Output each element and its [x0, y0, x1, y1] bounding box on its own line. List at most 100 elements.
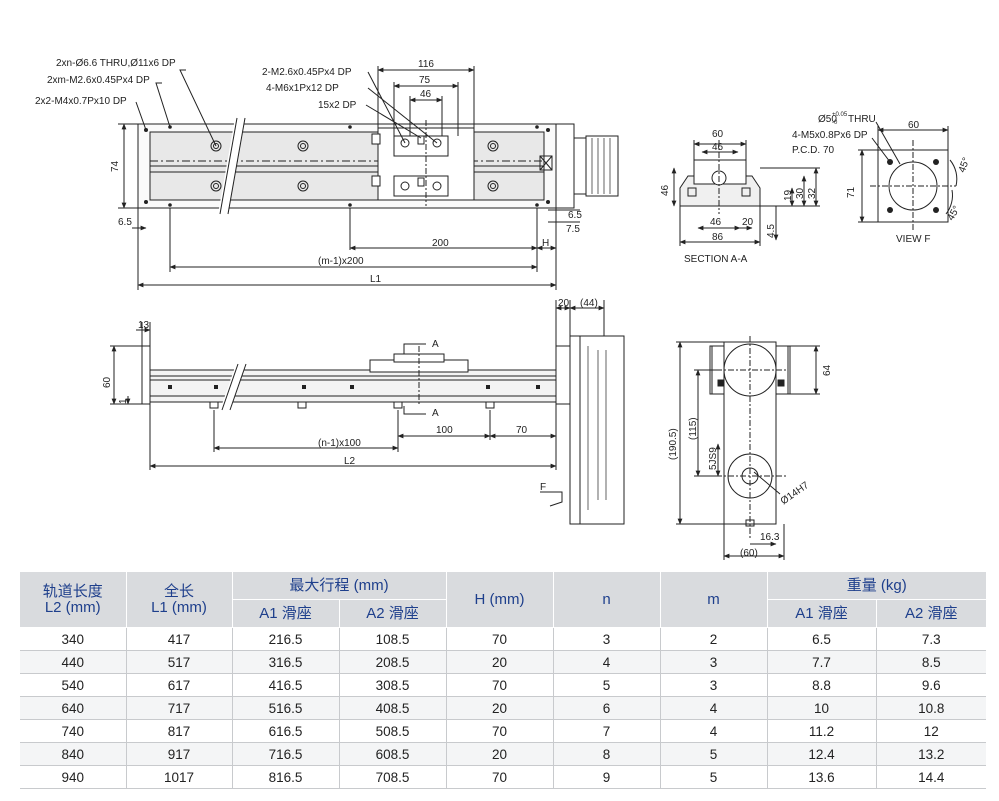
section-aa — [671, 140, 820, 246]
table-cell: 8.8 — [767, 673, 877, 697]
end-dim-64: 64 — [822, 364, 833, 376]
header-m: m — [660, 572, 768, 628]
header-h: H (mm) — [446, 572, 554, 628]
view-f-angle-top: 45° — [957, 156, 973, 174]
table-cell: 12 — [876, 719, 987, 743]
dim-75: 75 — [419, 75, 431, 86]
table-cell: 708.5 — [339, 765, 447, 789]
end-dim-5js9: 5JS9 — [708, 447, 719, 470]
table-cell: 20 — [446, 742, 554, 766]
table-cell: 840 — [20, 742, 127, 766]
spec-table-container: 轨道长度 L2 (mm) 全长 L1 (mm) 最大行程 (mm) H (mm)… — [20, 572, 987, 789]
table-cell: 10 — [767, 696, 877, 720]
callout-m5-holes: 4-M5x0.8Px6 DP — [792, 130, 868, 141]
dim-6-5-left: 6.5 — [118, 217, 132, 228]
dim-74: 74 — [110, 160, 121, 172]
view-f — [858, 121, 958, 230]
callout-m4-holes: 2x2-M4x0.7Px10 DP — [35, 96, 127, 107]
view-f-label: VIEW F — [896, 234, 930, 245]
table-cell: 4 — [553, 650, 661, 674]
header-n: n — [553, 572, 661, 628]
dim-7-5: 7.5 — [566, 224, 580, 235]
callout-bore-thru: THRU — [848, 114, 876, 125]
table-cell: 2 — [660, 627, 768, 651]
table-cell: 7.3 — [876, 627, 987, 651]
table-cell: 14.4 — [876, 765, 987, 789]
header-stroke-a2: A2 滑座 — [339, 599, 447, 628]
section-aa-labels: 60 46 46 46 20 86 4.5 19 30 32 SECTION A… — [660, 129, 818, 265]
side-dim-60: 60 — [102, 376, 113, 388]
sec-dim-20: 20 — [742, 217, 754, 228]
table-cell: 208.5 — [339, 650, 447, 674]
table-cell: 540 — [20, 673, 127, 697]
table-cell: 5 — [660, 765, 768, 789]
sec-dim-46-left: 46 — [660, 184, 671, 196]
table-cell: 940 — [20, 765, 127, 789]
end-view — [676, 336, 820, 560]
dim-116: 116 — [418, 59, 434, 70]
section-aa-label: SECTION A-A — [684, 254, 748, 265]
table-cell: 716.5 — [232, 742, 340, 766]
end-dim-bore: Ø14H7 — [779, 480, 812, 507]
section-mark-top: A — [432, 339, 439, 350]
dim-200: 200 — [432, 238, 449, 249]
end-dim-60: (60) — [740, 548, 758, 559]
side-view — [110, 300, 625, 525]
side-dim-l2: L2 — [344, 456, 356, 467]
table-cell: 608.5 — [339, 742, 447, 766]
table-cell: 508.5 — [339, 719, 447, 743]
table-cell: 70 — [446, 719, 554, 743]
callout-bore-lower-tol: -0 — [832, 120, 838, 126]
dim-6-5-right: 6.5 — [568, 210, 582, 221]
table-cell: 4 — [660, 719, 768, 743]
table-cell: 20 — [446, 696, 554, 720]
table-cell: 13.2 — [876, 742, 987, 766]
callout-slider-m6: 4-M6x1Px12 DP — [266, 83, 339, 94]
table-cell: 416.5 — [232, 673, 340, 697]
side-dim-n-pitch: (n-1)x100 — [318, 438, 361, 449]
table-cell: 440 — [20, 650, 127, 674]
callout-bore: Ø50 — [818, 114, 837, 125]
end-dim-190-5: (190.5) — [668, 428, 679, 460]
table-cell: 8.5 — [876, 650, 987, 674]
callout-m2-holes: 2xm-M2.6x0.45Px4 DP — [47, 75, 150, 86]
dim-46: 46 — [420, 89, 432, 100]
top-view-labels: 2xn-Ø6.6 THRU,Ø11x6 DP 2xm-M2.6x0.45Px4 … — [35, 58, 582, 285]
table-cell: 6.5 — [767, 627, 877, 651]
callout-slider-pin: 15x2 DP — [318, 100, 357, 111]
top-view — [118, 66, 619, 290]
table-cell: 6 — [553, 696, 661, 720]
dim-l1: L1 — [370, 274, 382, 285]
sec-dim-46-top: 46 — [712, 142, 724, 153]
view-f-mark: F — [540, 482, 546, 493]
callout-slider-m2: 2-M2.6x0.45Px4 DP — [262, 67, 352, 78]
table-cell: 640 — [20, 696, 127, 720]
header-total-length: 全长 L1 (mm) — [126, 572, 233, 628]
table-cell: 817 — [126, 719, 233, 743]
table-cell: 340 — [20, 627, 127, 651]
table-cell: 10.8 — [876, 696, 987, 720]
end-dim-115: (115) — [688, 417, 699, 440]
table-cell: 4 — [660, 696, 768, 720]
callout-thru-holes: 2xn-Ø6.6 THRU,Ø11x6 DP — [56, 58, 176, 69]
table-cell: 70 — [446, 627, 554, 651]
side-dim-70: 70 — [516, 425, 528, 436]
view-f-labels: Ø50 +0.05 -0 THRU 4-M5x0.8Px6 DP P.C.D. … — [792, 112, 972, 245]
header-weight: 重量 (kg) — [767, 572, 987, 600]
table-cell: 70 — [446, 765, 554, 789]
technical-drawing: 2xn-Ø6.6 THRU,Ø11x6 DP 2xm-M2.6x0.45Px4 … — [35, 58, 972, 560]
table-cell: 108.5 — [339, 627, 447, 651]
sec-dim-86: 86 — [712, 232, 724, 243]
view-f-dim-60: 60 — [908, 120, 920, 131]
sec-dim-4-5: 4.5 — [766, 224, 777, 238]
header-stroke-a1: A1 滑座 — [232, 599, 340, 628]
dim-m-pitch: (m-1)x200 — [318, 256, 364, 267]
header-max-stroke: 最大行程 (mm) — [232, 572, 447, 600]
table-cell: 20 — [446, 650, 554, 674]
